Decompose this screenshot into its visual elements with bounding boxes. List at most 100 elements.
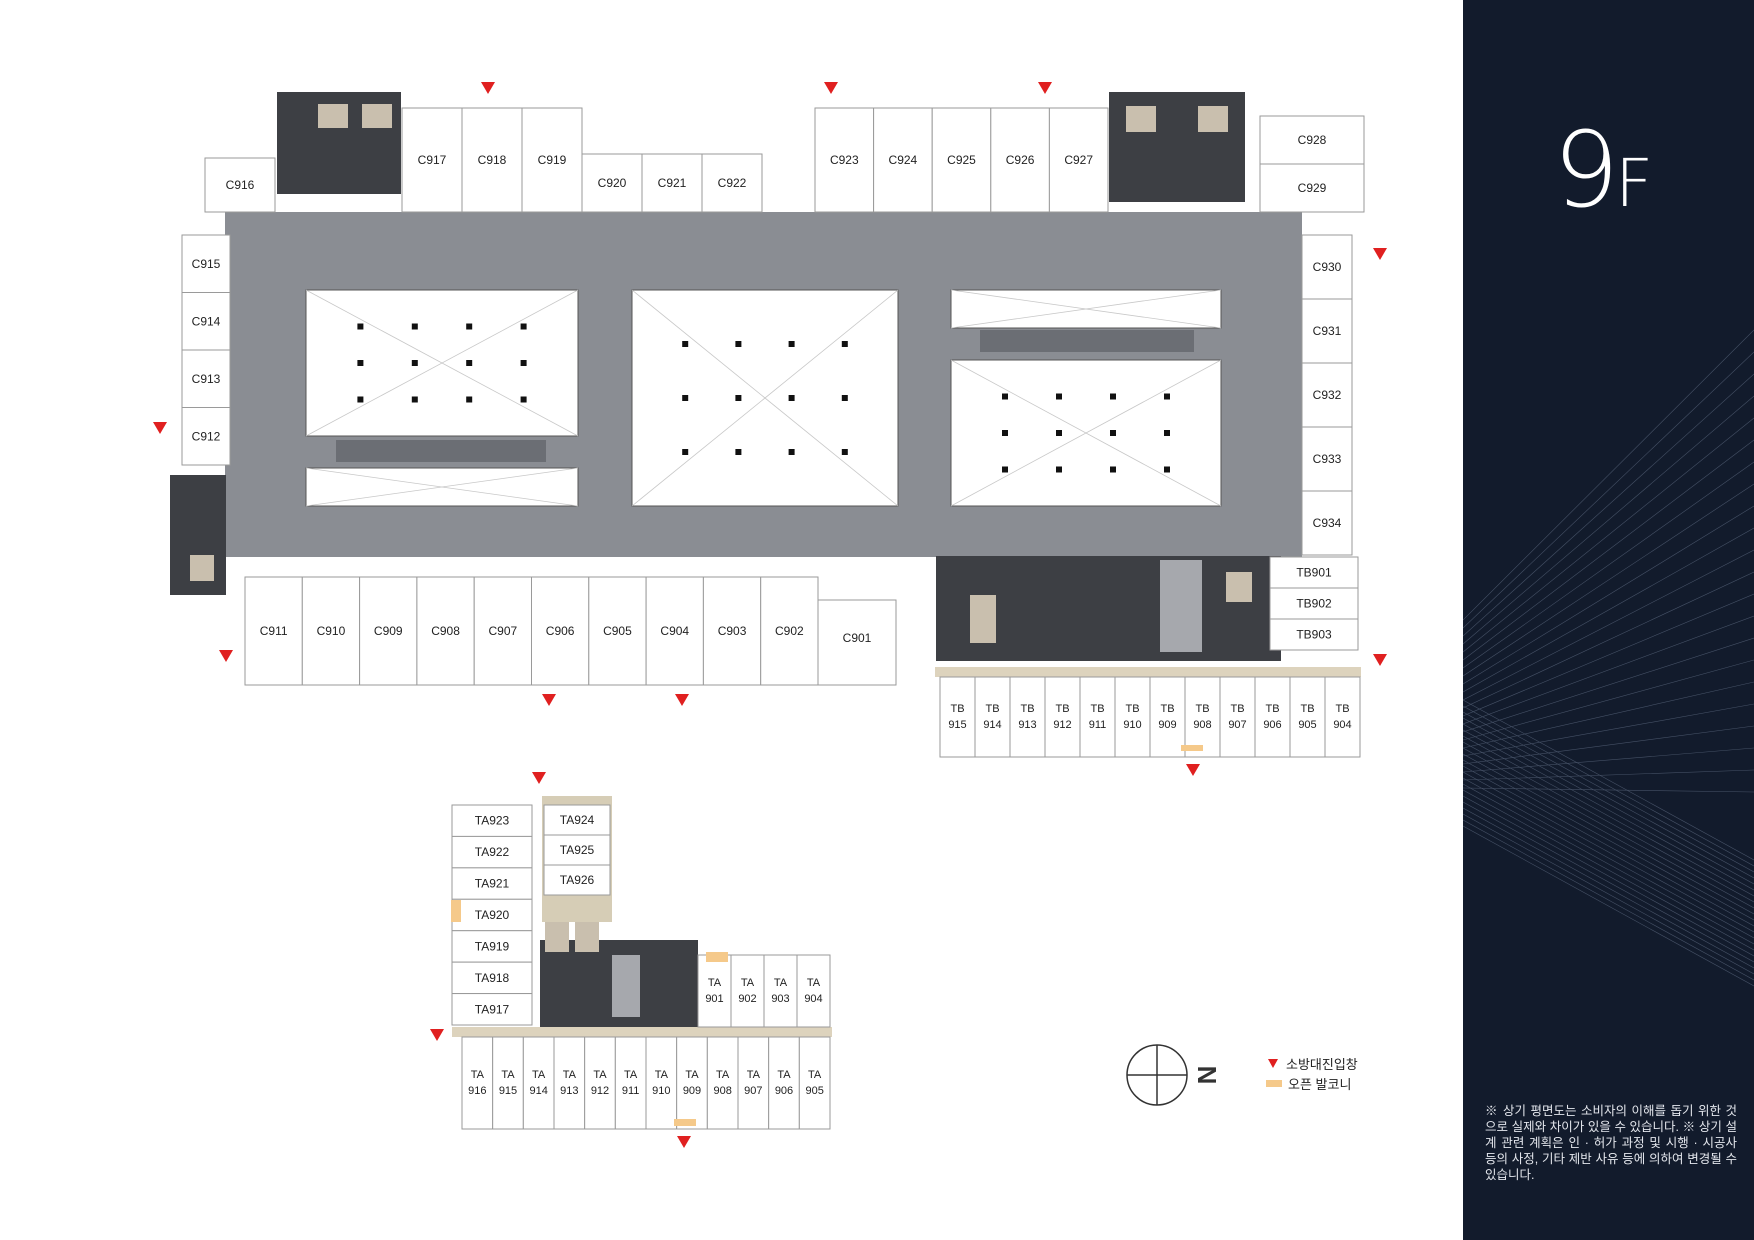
structural-column xyxy=(520,396,527,403)
unit-label: TB xyxy=(1055,703,1069,715)
deco-line xyxy=(1463,615,1754,725)
unit-cell xyxy=(701,153,763,213)
unit-cell xyxy=(584,1036,616,1130)
unit-label: C916 xyxy=(226,178,255,192)
deco-line xyxy=(1463,705,1754,867)
service-room xyxy=(970,595,996,643)
deco-line xyxy=(1463,637,1754,733)
unit-label: C913 xyxy=(192,372,221,386)
deco-line xyxy=(1463,795,1754,957)
deco-line xyxy=(1463,813,1754,975)
deco-line xyxy=(1463,527,1754,693)
deco-line xyxy=(1463,711,1754,873)
red-triangle-icon xyxy=(1268,1058,1278,1068)
structural-column xyxy=(1056,430,1062,436)
unit-label: C925 xyxy=(947,153,976,167)
unit-label: TB901 xyxy=(1296,566,1332,580)
unit-label: TA xyxy=(741,977,755,989)
structural-column xyxy=(1002,393,1008,400)
unit-cell xyxy=(1324,676,1361,758)
structural-column xyxy=(1002,466,1008,473)
unit-label: C911 xyxy=(260,624,288,638)
unit-cell xyxy=(1301,426,1353,492)
deco-line xyxy=(1463,789,1754,951)
deco-line xyxy=(1463,717,1754,879)
unit-label: TA xyxy=(716,1069,730,1081)
unit-label: 905 xyxy=(805,1085,823,1097)
unit-cell xyxy=(1301,362,1353,428)
structural-column xyxy=(466,323,473,330)
deco-line xyxy=(1463,699,1754,861)
void-cross xyxy=(950,359,1222,507)
unit-cell xyxy=(451,898,533,932)
deco-line xyxy=(1463,771,1754,933)
fire-entry-triangle xyxy=(675,694,689,706)
unit-cell xyxy=(588,576,647,686)
structural-column xyxy=(841,395,848,401)
unit-label: 910 xyxy=(652,1085,670,1097)
deco-line xyxy=(1463,571,1754,709)
open-balcony xyxy=(674,1119,696,1126)
deco-line xyxy=(1463,681,1754,749)
unit-cell xyxy=(543,834,611,866)
unit-label: 915 xyxy=(499,1085,517,1097)
unit-cell xyxy=(706,1036,739,1130)
structural-column xyxy=(466,396,473,403)
unit-cell xyxy=(181,407,231,466)
unit-label: C903 xyxy=(718,624,747,638)
unit-cell xyxy=(451,804,533,837)
unit-cell xyxy=(1079,676,1116,758)
unit-label: 913 xyxy=(1018,719,1036,731)
fire-entry-triangle xyxy=(542,694,556,706)
disclaimer-text: ※ 상기 평면도는 소비자의 이해를 돕기 위한 것으로 실제와 차이가 있을 … xyxy=(1485,1104,1737,1182)
unit-cell xyxy=(614,1036,647,1130)
deco-line xyxy=(1463,593,1754,717)
unit-label: 910 xyxy=(1123,719,1141,731)
unit-label: TA923 xyxy=(475,814,510,828)
unit-label: C905 xyxy=(603,624,632,638)
unit-label: TB xyxy=(1335,703,1349,715)
deco-line xyxy=(1463,549,1754,701)
deco-line xyxy=(1463,395,1754,645)
structural-column xyxy=(682,341,689,347)
floor-suffix: F xyxy=(1615,145,1654,222)
unit-label: TA xyxy=(685,1069,699,1081)
deco-line xyxy=(1463,777,1754,939)
unit-cell xyxy=(873,107,933,213)
unit-label: TA xyxy=(747,1069,761,1081)
unit-cell xyxy=(645,576,704,686)
deco-line xyxy=(1463,659,1754,741)
unit-label: 914 xyxy=(529,1085,547,1097)
legend-fire-entry: 소방대진입창 xyxy=(1266,1053,1358,1073)
service-room xyxy=(362,104,392,128)
unit-label: C904 xyxy=(660,624,689,638)
fire-entry-triangle xyxy=(153,422,167,434)
void-cross xyxy=(950,289,1222,329)
unit-cell xyxy=(1259,163,1365,213)
legend-fire-entry-label: 소방대진입창 xyxy=(1286,1056,1358,1072)
unit-label: TB xyxy=(1265,703,1279,715)
unit-label: TB xyxy=(985,703,999,715)
deco-line xyxy=(1463,825,1754,987)
unit-label: 901 xyxy=(705,993,723,1005)
unit-label: TB xyxy=(1300,703,1314,715)
unit-cell xyxy=(939,676,976,758)
unit-label: TB xyxy=(1125,703,1139,715)
balcony-swatch-icon xyxy=(1266,1079,1282,1087)
unit-label: 904 xyxy=(804,993,822,1005)
unit-cell xyxy=(702,576,762,686)
fire-entry-markers xyxy=(153,82,1387,1148)
unit-label: TA xyxy=(471,1069,485,1081)
unit-cell xyxy=(451,835,533,869)
structural-column xyxy=(1002,430,1008,436)
unit-cell xyxy=(763,954,798,1028)
compass: N xyxy=(1126,1044,1222,1106)
floor-title: 9F xyxy=(1553,118,1653,222)
unit-label: C902 xyxy=(775,624,804,638)
unit-label: 905 xyxy=(1298,719,1316,731)
structural-column xyxy=(1056,393,1062,400)
unit-label: TA925 xyxy=(560,843,595,857)
fire-entry-triangle xyxy=(1186,764,1200,776)
fire-entry-triangle xyxy=(481,82,495,94)
